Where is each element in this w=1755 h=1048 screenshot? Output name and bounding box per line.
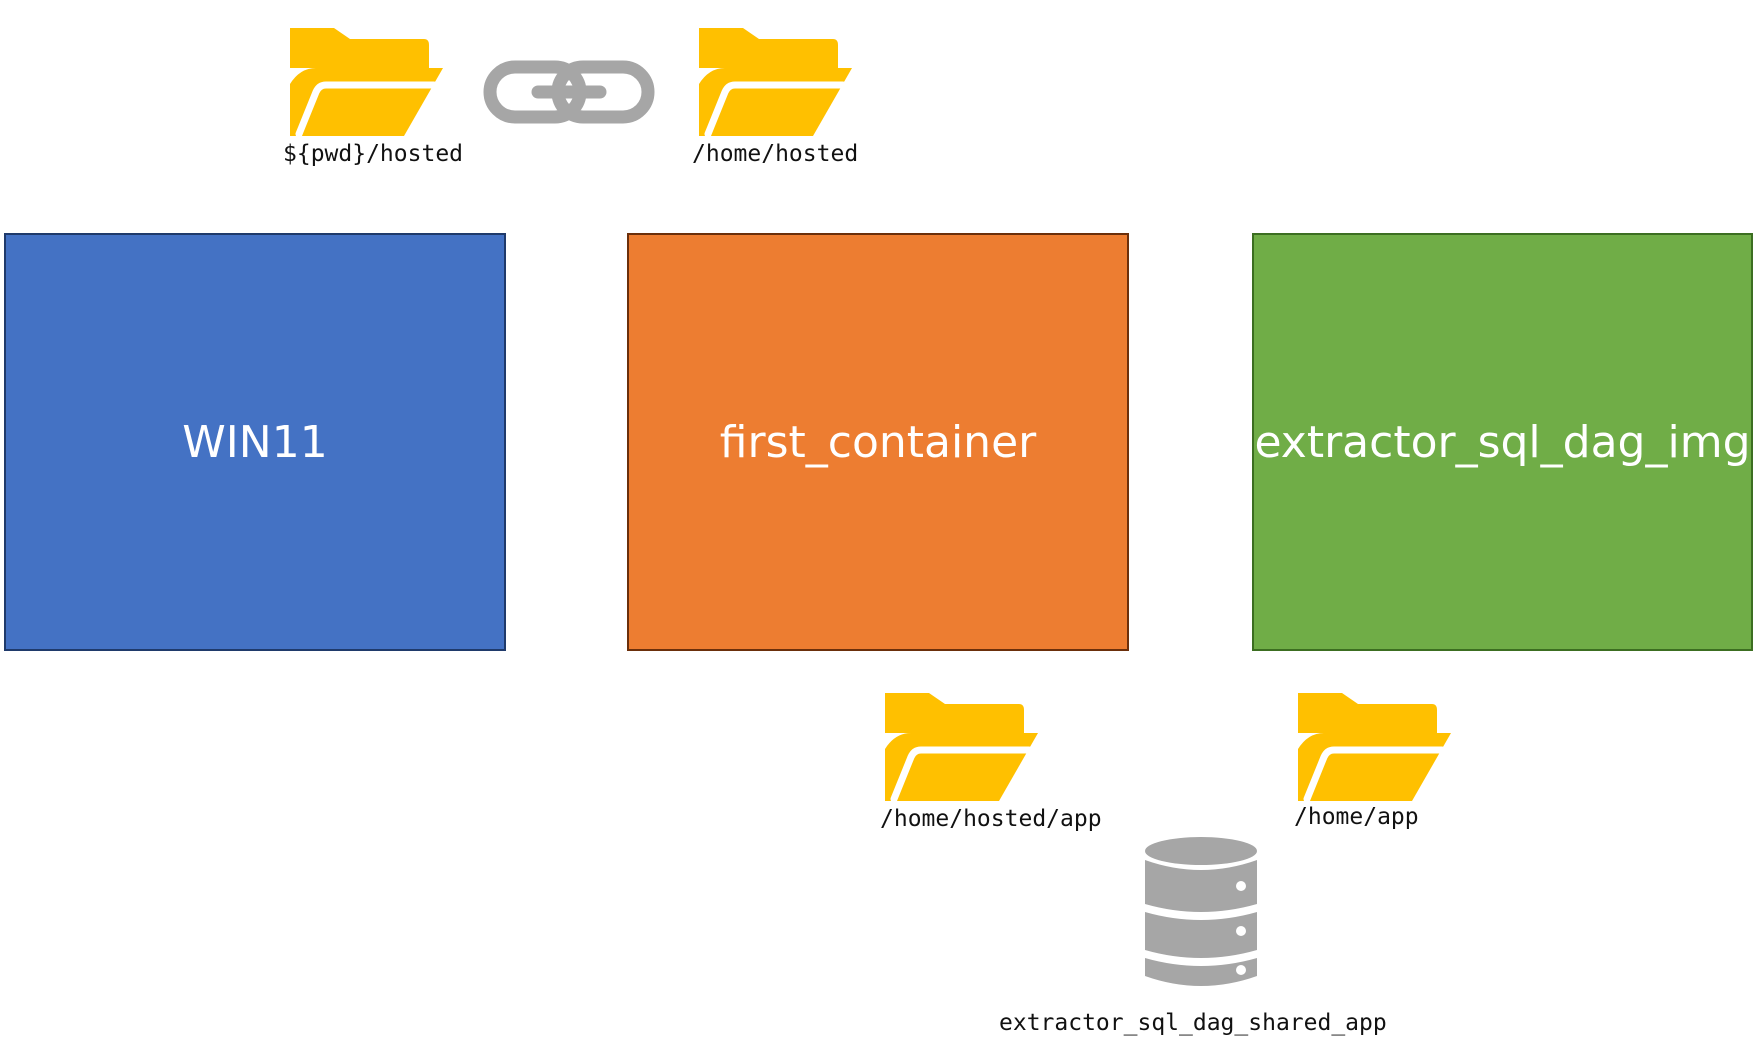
first-container-box[interactable]: first_container [627,233,1129,651]
first-container-label: first_container [719,416,1037,468]
win11-label: WIN11 [182,416,328,468]
database-icon [1145,837,1257,986]
extractor-image-box[interactable]: extractor_sql_dag_img [1252,233,1753,651]
extractor-image-label: extractor_sql_dag_img [1254,416,1751,468]
folder-label-home-hosted: /home/hosted [692,141,859,167]
folder-label-home-hosted-app: /home/hosted/app [880,806,1102,832]
folder-icon [885,693,1038,801]
volume-label: extractor_sql_dag_shared_app [999,1010,1387,1036]
link-icon [483,60,655,124]
win11-box[interactable]: WIN11 [4,233,506,651]
folder-icon [1298,693,1451,801]
folder-icon [699,28,852,136]
folder-label-home-app: /home/app [1294,804,1419,830]
folder-icon [290,28,443,136]
folder-label-pwd-hosted: ${pwd}/hosted [283,141,464,167]
